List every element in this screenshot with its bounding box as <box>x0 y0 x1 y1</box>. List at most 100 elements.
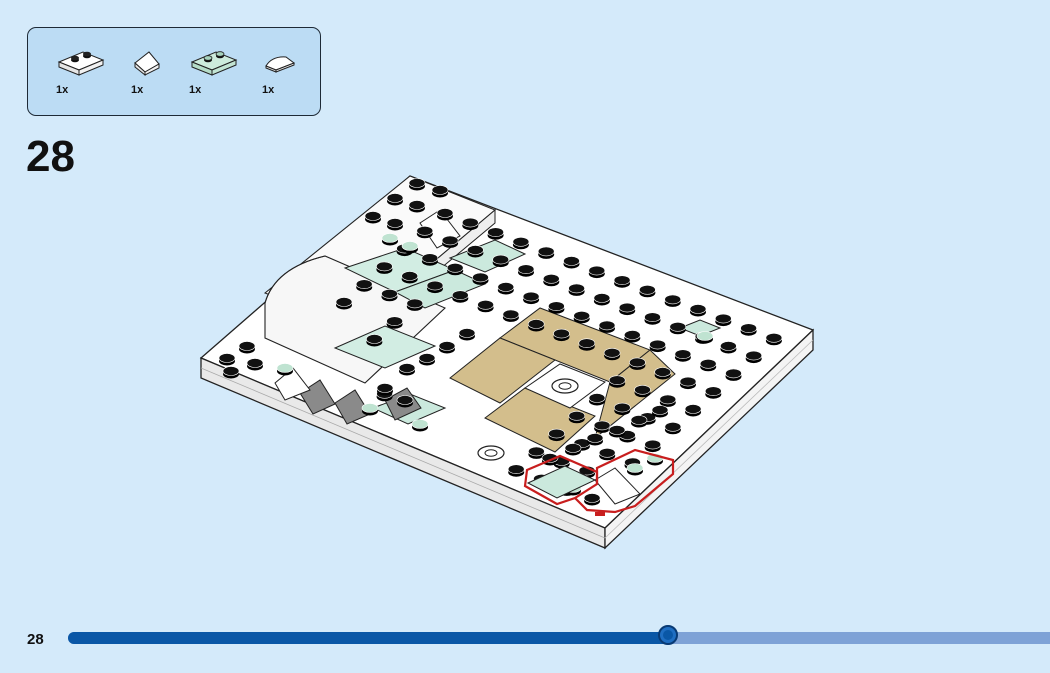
stud <box>487 227 504 237</box>
stud <box>441 235 459 246</box>
white-plate-1x2-icon <box>57 51 105 76</box>
stud <box>381 233 399 243</box>
stud <box>629 357 646 368</box>
progress-track[interactable] <box>68 625 1050 645</box>
stud <box>699 359 717 369</box>
stud <box>563 256 580 266</box>
stud <box>548 301 565 311</box>
stud <box>630 415 648 425</box>
part-quantity: 1x <box>262 84 275 96</box>
stud <box>593 293 611 303</box>
stud <box>654 367 672 377</box>
progress-fill <box>68 632 668 644</box>
stud <box>421 253 439 263</box>
stud <box>644 312 661 322</box>
stud <box>406 298 424 309</box>
stud <box>568 283 585 294</box>
stud <box>649 339 666 350</box>
stud <box>512 237 530 247</box>
part-quantity: 1x <box>131 84 144 96</box>
stud <box>497 282 515 292</box>
stud <box>446 263 464 273</box>
highlight-outline-2 <box>574 448 675 514</box>
step-number: 28 <box>26 132 75 181</box>
stud <box>451 290 469 300</box>
stud <box>418 353 436 363</box>
stud <box>588 265 606 276</box>
stud <box>704 386 722 396</box>
stud <box>664 421 682 432</box>
page-number: 28 <box>27 631 44 648</box>
stud <box>355 279 373 289</box>
part-quantity: 1x <box>56 84 69 96</box>
part-white-round-tile-quarter: 1x <box>262 42 322 104</box>
stud <box>740 323 757 333</box>
stud <box>507 464 525 475</box>
stud <box>639 285 656 295</box>
stud <box>458 328 476 338</box>
stud <box>467 245 484 255</box>
stud <box>573 311 591 321</box>
stud <box>669 322 687 332</box>
stud <box>416 225 434 236</box>
stud <box>408 200 426 210</box>
stud <box>583 493 601 503</box>
stud <box>438 341 456 351</box>
stud <box>696 331 714 341</box>
stud <box>361 403 379 413</box>
stud <box>613 275 631 285</box>
stud <box>586 433 604 443</box>
stud <box>218 353 236 363</box>
stud <box>386 193 404 203</box>
stud <box>644 439 662 450</box>
stud <box>626 463 644 473</box>
stud <box>426 280 444 291</box>
stud <box>537 246 555 257</box>
stud <box>623 330 641 340</box>
part-light-aqua-plate-1x2: 1x <box>189 42 249 104</box>
stud <box>238 341 256 351</box>
stud <box>679 376 697 387</box>
stud <box>398 363 416 373</box>
light-aqua-plate-1x2-icon <box>190 51 238 76</box>
stud <box>568 411 586 421</box>
stud <box>528 446 545 457</box>
stud <box>564 443 582 453</box>
stud <box>598 447 616 458</box>
stud <box>492 254 510 265</box>
part-quantity: 1x <box>189 84 202 96</box>
stud <box>366 334 383 344</box>
stud <box>276 363 294 373</box>
stud <box>634 385 651 395</box>
stud <box>593 420 611 431</box>
stud <box>578 338 596 348</box>
stud <box>618 302 636 313</box>
stud <box>689 304 707 314</box>
stud <box>472 272 489 283</box>
aqua-plate-right <box>678 319 722 337</box>
stud <box>522 291 540 302</box>
stud <box>461 217 479 228</box>
stud <box>335 297 353 307</box>
stud <box>502 309 520 320</box>
stud <box>246 358 264 368</box>
part-white-slope-1x1: 1x <box>131 42 191 104</box>
stud <box>376 261 393 272</box>
stud-group <box>218 178 783 506</box>
tan-tile-left <box>449 337 556 404</box>
white-slope-1x1-icon <box>134 51 160 77</box>
stud <box>588 393 606 403</box>
stud <box>408 178 426 188</box>
stud <box>411 419 429 429</box>
stud <box>553 328 570 339</box>
stud <box>725 368 742 379</box>
stud <box>651 405 669 415</box>
build-model-illustration <box>195 168 825 563</box>
stud <box>608 425 626 435</box>
stud <box>436 208 454 218</box>
stud <box>381 289 398 299</box>
progress-knob[interactable] <box>658 625 678 645</box>
lego-model-image <box>199 175 815 550</box>
part-white-plate-1x2: 1x <box>56 42 116 104</box>
stud <box>659 394 677 405</box>
